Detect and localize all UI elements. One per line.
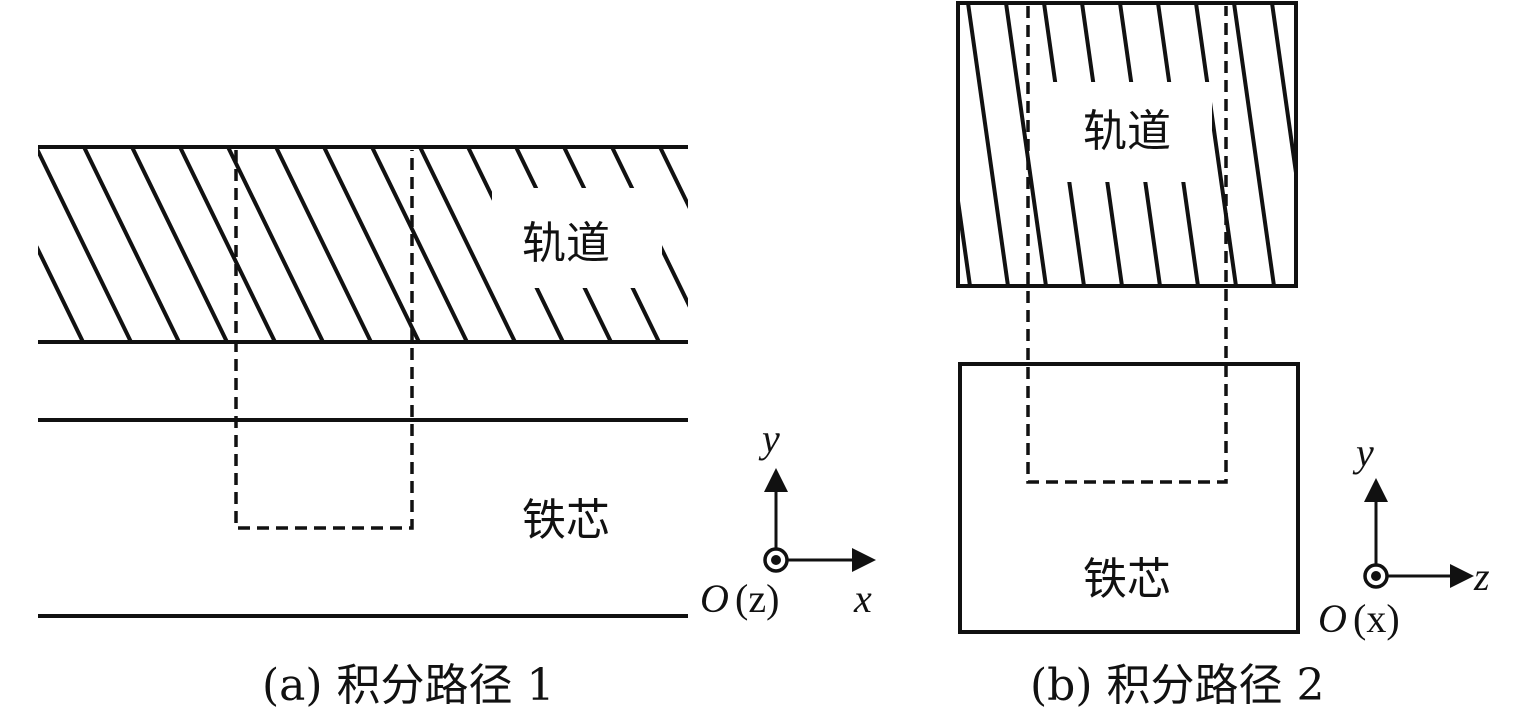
axis-y-label-b: y [1352, 430, 1374, 475]
hatch-line [1194, 3, 1238, 286]
origin-label: O [700, 576, 729, 621]
hatch-line [0, 147, 35, 342]
rail-label-b: 轨道 [1083, 106, 1171, 157]
integration-path-1 [234, 150, 414, 530]
rail-label-bg-b [1050, 82, 1212, 182]
panel-b: 轨道 铁芯 y z O (x) (b) 积分路径 2 [956, 1, 1490, 711]
hatch-line [1270, 3, 1296, 188]
hatch-line [178, 147, 277, 342]
integration-path-2 [1026, 6, 1228, 484]
hatch-line [130, 147, 229, 342]
origin-label-b: O [1318, 596, 1347, 641]
hatch-line [1310, 3, 1350, 286]
caption-a: (a) 积分路径 1 [262, 660, 555, 711]
core-block [958, 362, 1300, 634]
axis-x-label-b: z [1473, 554, 1490, 599]
caption-b: (b) 积分路径 2 [1030, 660, 1324, 711]
hatch-line [38, 147, 133, 342]
hatch-line [322, 147, 421, 342]
rail-label-bg [492, 188, 662, 288]
hatch-line [226, 147, 325, 342]
panel-a: 轨道 铁芯 y x O (z) (a) 积分路径 1 [0, 145, 876, 711]
axes-a: y x O (z) [700, 416, 876, 621]
hatch-line [274, 147, 373, 342]
rail-label: 轨道 [522, 218, 610, 269]
core-label-b: 铁芯 [1083, 554, 1171, 605]
hatch-line [82, 147, 181, 342]
origin-paren-b: (x) [1353, 596, 1400, 641]
core-label: 铁芯 [522, 495, 610, 546]
axis-x-label: x [853, 576, 872, 621]
hatch-line [370, 147, 469, 342]
axes-b: y z O (x) [1318, 430, 1490, 641]
axis-y-label: y [758, 416, 780, 461]
hatch-line [958, 186, 972, 286]
hatch-line [1232, 3, 1276, 286]
hatch-line [1004, 3, 1048, 286]
hatch-line [658, 147, 688, 210]
hatch-line [418, 147, 517, 342]
hatch-line [38, 245, 85, 342]
rail-block [956, 1, 1298, 288]
origin-paren: (z) [735, 576, 779, 621]
hatch-line [966, 3, 1010, 286]
